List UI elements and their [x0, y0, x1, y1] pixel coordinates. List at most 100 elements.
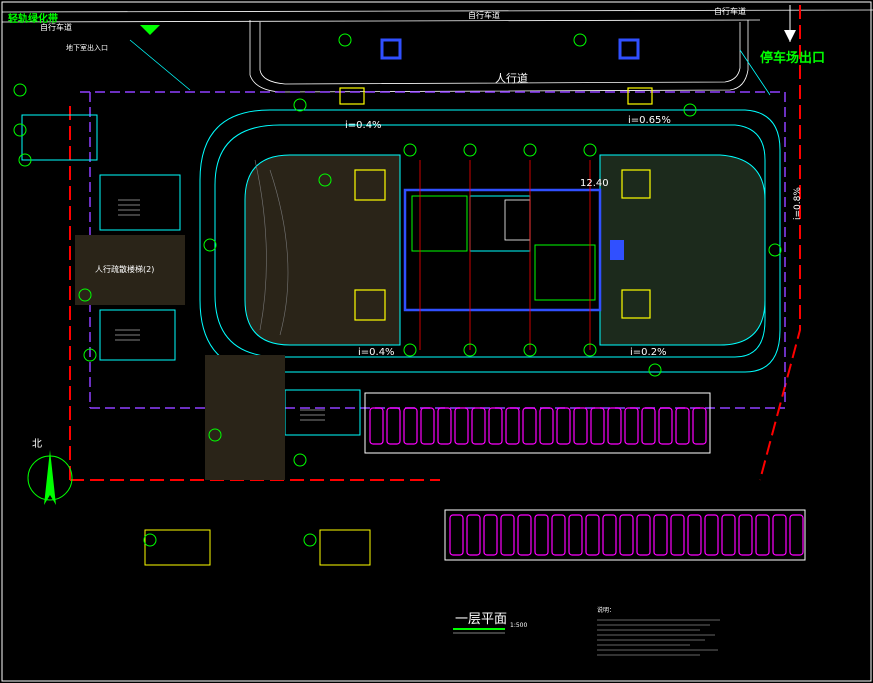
grid-bubble-icon	[648, 363, 662, 377]
parking-stall-icon	[568, 514, 583, 556]
parking-stall-icon	[517, 514, 532, 556]
parking-stall-icon	[539, 407, 554, 445]
notes-lines	[597, 619, 720, 656]
parking-stall-icon	[534, 514, 549, 556]
parking-stall-icon	[369, 407, 384, 445]
north-arrow-icon	[27, 450, 73, 505]
road-left-label: 自行车道	[40, 22, 72, 32]
grid-bubble-icon	[523, 343, 537, 357]
parking-stall-icon	[454, 407, 469, 445]
parking-stall-icon	[500, 514, 515, 556]
exit-arrow-icon	[140, 5, 796, 42]
slope-5: i=0.8%	[793, 187, 803, 220]
drawing-title: 一层平面	[455, 612, 507, 627]
grid-bubble-icon	[83, 348, 97, 362]
grid-bubble-icon	[203, 238, 217, 252]
parking-stall-icon	[772, 514, 787, 556]
bottom-hatch	[205, 355, 285, 480]
parking-stall-icon	[670, 514, 685, 556]
grid-bubble-icon	[143, 533, 157, 547]
parking-stall-icon	[641, 407, 656, 445]
grid-bubble-icon	[293, 98, 307, 112]
parking-stall-icon	[653, 514, 668, 556]
grid-bubble-icon	[403, 343, 417, 357]
landscape-left	[244, 154, 401, 346]
parking-stall-icon	[721, 514, 736, 556]
parking-stalls-upper	[369, 407, 707, 445]
parking-stall-icon	[755, 514, 770, 556]
grid-bubble-icon	[583, 143, 597, 157]
grid-bubble-icon	[768, 243, 782, 257]
grid-bubble-icon	[463, 143, 477, 157]
parking-stall-icon	[738, 514, 753, 556]
parking-stall-icon	[483, 514, 498, 556]
parking-stall-icon	[437, 407, 452, 445]
grid-bubble-icon	[683, 103, 697, 117]
parking-stall-icon	[556, 407, 571, 445]
parking-stall-icon	[449, 514, 464, 556]
parking-stall-icon	[466, 514, 481, 556]
grid-bubble-icon	[13, 33, 782, 547]
grid-bubble-icon	[403, 143, 417, 157]
parking-stall-icon	[488, 407, 503, 445]
parking-stall-icon	[403, 407, 418, 445]
parking-stall-icon	[607, 407, 622, 445]
top-road	[1, 9, 873, 96]
parking-area-upper	[364, 392, 711, 454]
parking-stall-icon	[789, 514, 804, 556]
parking-stall-icon	[471, 407, 486, 445]
parking-stall-icon	[624, 407, 639, 445]
grid-bubble-icon	[338, 33, 352, 47]
parking-stall-icon	[658, 407, 673, 445]
landscape-right	[599, 154, 766, 346]
grid-bubble-icon	[293, 453, 307, 467]
pedestrian-label: 人行道	[495, 71, 528, 85]
parking-stall-icon	[636, 514, 651, 556]
grid-bubble-icon	[13, 123, 27, 137]
grid-bubble-icon	[573, 33, 587, 47]
parking-stall-icon	[585, 514, 600, 556]
exit-label: 停车场出口	[760, 50, 825, 66]
parking-stall-icon	[386, 407, 401, 445]
elevation-label: 12.40	[580, 178, 609, 189]
grid-bubble-icon	[208, 428, 222, 442]
slope-4: i=0.2%	[630, 347, 667, 358]
road-top-label: 自行车道	[468, 10, 500, 20]
stair-treads	[115, 199, 325, 421]
parking-stall-icon	[420, 407, 435, 445]
grid-bubble-icon	[318, 173, 332, 187]
parking-stall-icon	[590, 407, 605, 445]
kiosk-left	[380, 38, 402, 60]
parking-stall-icon	[704, 514, 719, 556]
parking-stall-icon	[619, 514, 634, 556]
parking-stall-icon	[573, 407, 588, 445]
green-belt-label: 轻轨绿化带	[8, 12, 58, 25]
north-label: 北	[32, 438, 42, 450]
parking-stall-icon	[505, 407, 520, 445]
parking-stall-icon	[675, 407, 690, 445]
grid-bubble-icon	[523, 143, 537, 157]
parking-area-lower	[444, 509, 806, 561]
slope-3: i=0.4%	[358, 347, 395, 358]
grid-bubble-icon	[13, 83, 27, 97]
parking-stall-icon	[551, 514, 566, 556]
basement-entry-label: 地下室出入口	[66, 43, 108, 52]
left-hatch	[75, 235, 185, 305]
left-stairs-label: 人行疏散楼梯(2)	[95, 264, 154, 274]
kiosk-right	[618, 38, 640, 60]
parking-stall-icon	[692, 407, 707, 445]
grid-bubble-icon	[18, 153, 32, 167]
parking-stall-icon	[687, 514, 702, 556]
grid-bubble-icon	[303, 533, 317, 547]
pavilions	[339, 87, 653, 321]
detail-plans	[144, 529, 371, 566]
drawing-scale: 1:500	[510, 622, 527, 629]
grid-bubble-icon	[463, 343, 477, 357]
parking-stall-icon	[522, 407, 537, 445]
road-top-right-label: 自行车道	[714, 6, 746, 16]
grid-bubble-icon	[78, 288, 92, 302]
grid-bubble-icon	[583, 343, 597, 357]
central-building	[403, 160, 624, 350]
